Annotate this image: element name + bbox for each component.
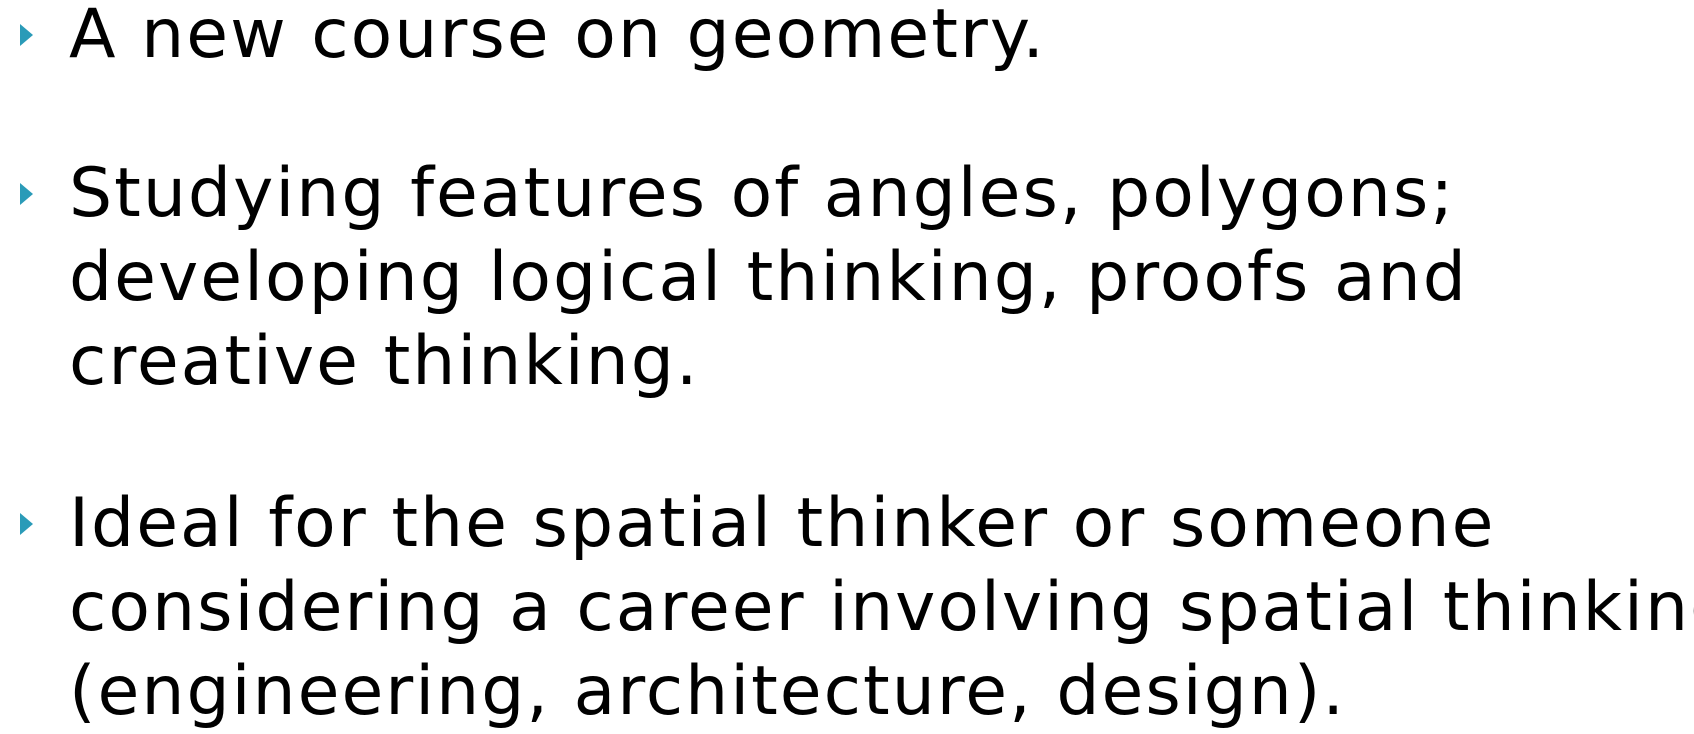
bullet-line: developing logical thinking, proofs and: [69, 238, 1468, 317]
bullet-triangle-icon: [20, 183, 33, 205]
bullet-line: (engineering, architecture, design).: [69, 652, 1347, 731]
bullet-text: Studying features of angles, polygons; d…: [69, 152, 1689, 404]
bullet-text: A new course on geometry.: [69, 0, 1689, 77]
bullet-triangle-icon: [20, 513, 33, 535]
bullet-text: Ideal for the spatial thinker or someone…: [69, 482, 1694, 734]
bullet-triangle-icon: [20, 24, 33, 46]
bullet-line: A new course on geometry.: [69, 0, 1046, 74]
bullet-line: Ideal for the spatial thinker or someone: [69, 484, 1496, 563]
bullet-line: Studying features of angles, polygons;: [69, 154, 1456, 233]
bullet-line: creative thinking.: [69, 322, 700, 401]
bullet-line: considering a career involving spatial t…: [69, 568, 1694, 647]
